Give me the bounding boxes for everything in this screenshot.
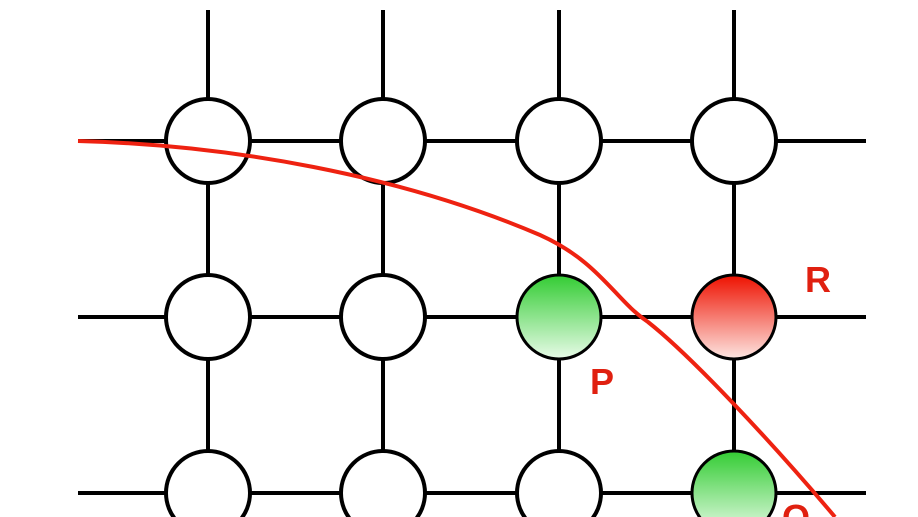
grid-node-r2-c1 bbox=[339, 449, 427, 517]
node-labels: R P Q bbox=[590, 259, 831, 517]
boundary-curve bbox=[77, 139, 837, 517]
node-r bbox=[690, 273, 778, 361]
grid-node-r2-c0 bbox=[164, 449, 252, 517]
node-p bbox=[515, 273, 603, 361]
node-q bbox=[690, 449, 778, 517]
grid-node-r0-c3 bbox=[690, 97, 778, 185]
grid-nodes bbox=[164, 97, 778, 517]
label-p: P bbox=[590, 361, 614, 402]
label-q: Q bbox=[782, 497, 810, 517]
grid-lines bbox=[78, 10, 866, 517]
grid-node-r1-c1 bbox=[339, 273, 427, 361]
grid-node-r0-c0 bbox=[164, 97, 252, 185]
grid-node-r1-c0 bbox=[164, 273, 252, 361]
grid-node-r0-c2 bbox=[515, 97, 603, 185]
label-r: R bbox=[805, 259, 831, 300]
grid-node-r2-c2 bbox=[515, 449, 603, 517]
grid-node-r0-c1 bbox=[339, 97, 427, 185]
